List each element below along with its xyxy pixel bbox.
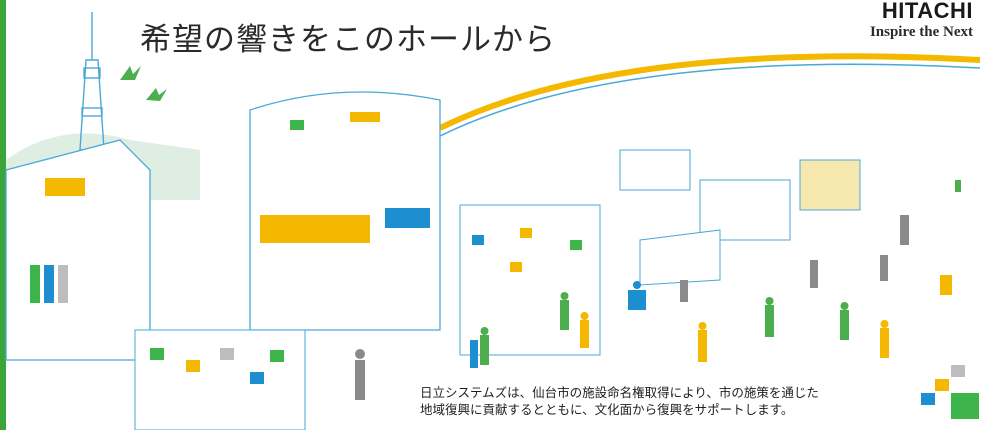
brand-name: HITACHI <box>881 0 973 23</box>
brand-tagline: Inspire the Next <box>869 24 973 40</box>
people <box>355 180 961 400</box>
tv-tower <box>79 12 105 151</box>
building-curved <box>249 91 441 331</box>
body-copy-line: 地域復興に貢献するとともに、文化面から復興をサポートします。 <box>420 402 794 417</box>
mosaic-square-yellow <box>935 379 949 391</box>
headline: 希望の響きをこのホールから <box>140 22 556 58</box>
building-left <box>5 139 151 361</box>
frame-edge <box>0 0 6 430</box>
mosaic-square-green <box>951 393 979 419</box>
mosaic-square-blue <box>921 393 935 405</box>
building-lower-left <box>134 329 306 430</box>
hitachi-logo[interactable]: HITACHI Inspire the Next <box>870 0 973 42</box>
mosaic-square-gray <box>951 365 965 377</box>
body-copy: 日立システムズは、仙台市の施設命名権取得により、市の施策を通じた 地域復興に貢献… <box>420 384 819 418</box>
body-copy-line: 日立システムズは、仙台市の施設命名権取得により、市の施策を通じた <box>420 385 819 400</box>
birds <box>120 66 167 101</box>
highway <box>438 53 981 131</box>
hitachi-systems-mosaic-icon <box>921 365 981 420</box>
houses-right <box>619 149 861 286</box>
